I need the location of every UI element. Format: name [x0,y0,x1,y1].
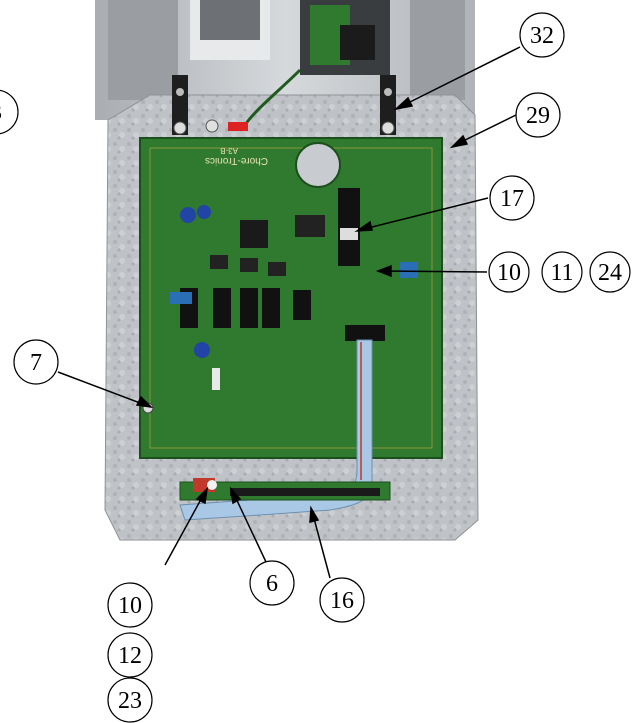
capacitor [180,207,196,223]
callout-6: 6 [249,560,295,606]
svg-text:17: 17 [500,186,524,212]
svg-text:6: 6 [266,571,278,597]
svg-text:24: 24 [598,260,622,286]
callout-10-top: 10 [488,251,530,293]
enclosure [95,0,475,120]
svg-text:3: 3 [0,100,2,126]
pcb-mount-hole [295,142,341,188]
main-pcb: Chore-Tronics A3-B [139,137,443,459]
svg-text:7: 7 [30,350,42,376]
callout-7: 7 [13,339,59,385]
terminal-block [200,0,260,40]
svg-text:11: 11 [550,260,573,286]
leader-lines [57,46,521,579]
microcontroller-chip [240,220,268,248]
blue-trimmer [170,292,192,304]
callout-17: 17 [489,175,535,221]
red-connector [228,122,248,131]
callout-3-partial: 3 [0,89,19,135]
pcb-silkscreen-brand: Chore-Tronics [205,155,268,166]
svg-text:32: 32 [530,23,554,49]
eprom-chip [338,188,360,266]
callout-23: 23 [107,677,153,723]
svg-text:23: 23 [118,688,142,714]
hinge-bracket-left [172,75,188,135]
svg-text:12: 12 [118,643,142,669]
svg-text:10: 10 [118,593,142,619]
ground-wire [243,68,302,126]
callout-16: 16 [319,577,365,623]
blue-trimmer-right [400,262,418,278]
callout-12: 12 [107,632,153,678]
svg-text:29: 29 [526,103,550,129]
callout-10-bottom: 10 [107,582,153,628]
hinge-bracket-right [380,75,396,135]
callout-24: 24 [589,251,631,293]
svg-text:16: 16 [330,588,354,614]
pcb-silkscreen-rev: A3-B [220,146,238,155]
callout-29: 29 [515,92,561,138]
callout-11: 11 [541,251,583,293]
ribbon-header [345,325,385,341]
svg-text:10: 10 [497,260,521,286]
callout-32: 32 [519,12,565,58]
mounting-screw [205,119,219,133]
